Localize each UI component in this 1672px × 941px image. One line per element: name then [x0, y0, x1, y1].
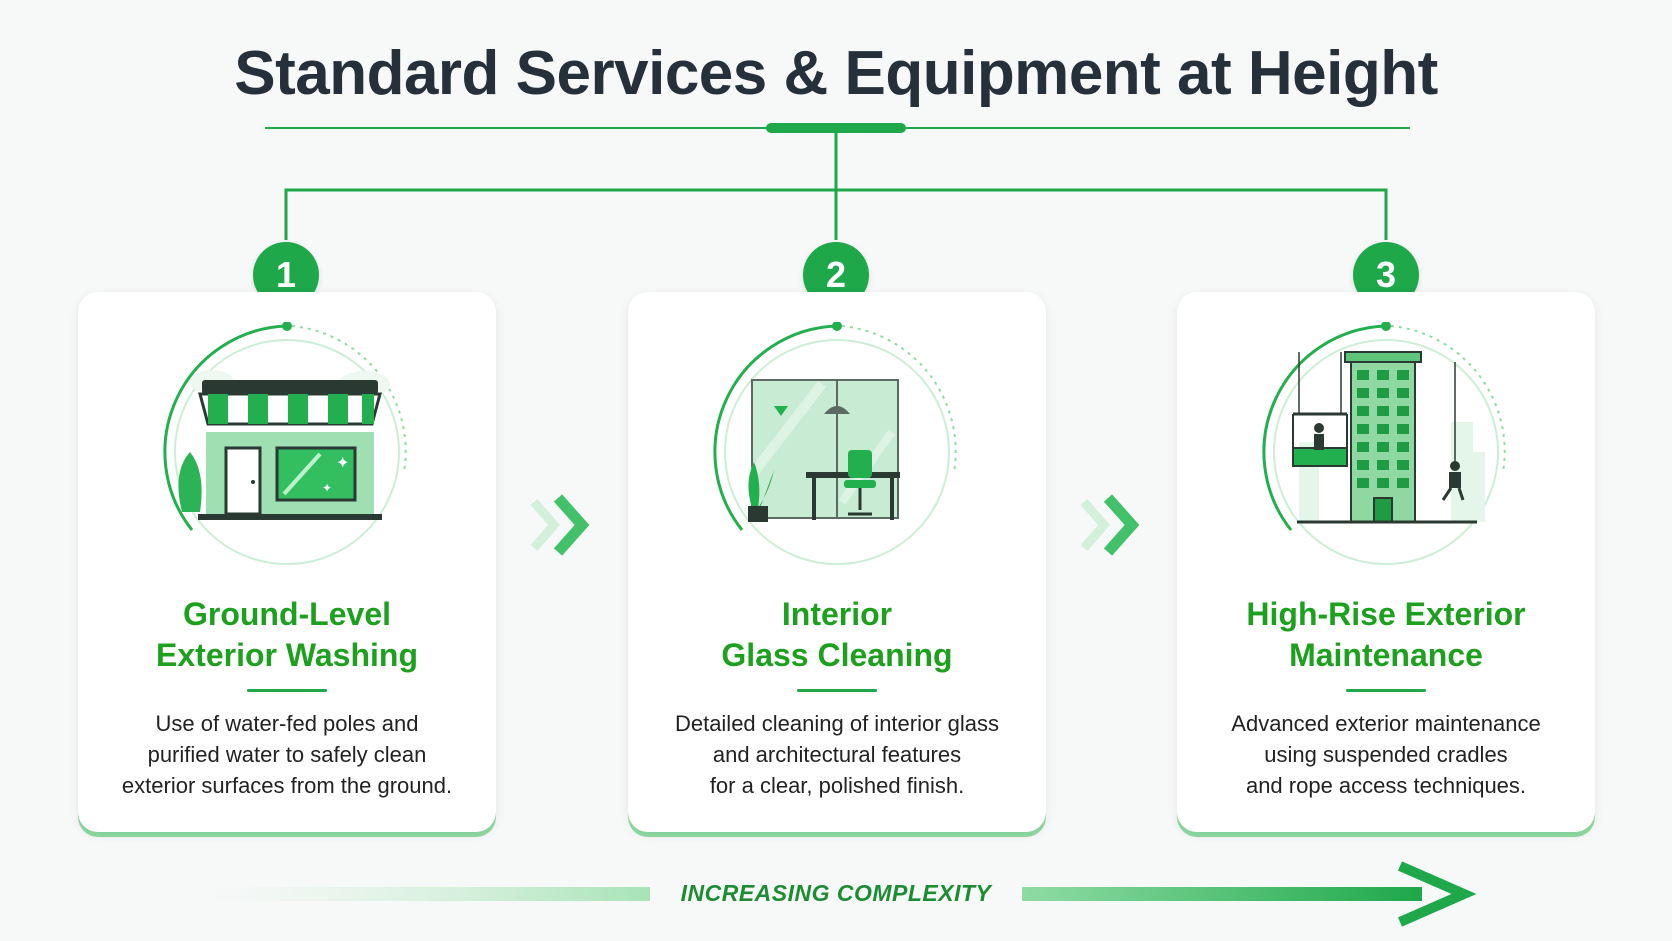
card-title: High-Rise Exterior Maintenance — [1177, 594, 1595, 676]
card-title-line2: Exterior Washing — [156, 637, 418, 673]
card-title-line1: High-Rise Exterior — [1246, 596, 1526, 632]
desc-line: Detailed cleaning of interior glass — [674, 711, 1000, 736]
card-title-line1: Interior — [781, 596, 893, 632]
desc-line: Use of water-fed poles and — [155, 711, 419, 736]
chevron-right-icon — [1080, 494, 1140, 556]
desc-line: and architectural features — [712, 742, 962, 767]
card-title: Interior Glass Cleaning — [628, 594, 1046, 676]
service-card-high-rise: High-Rise Exterior Maintenance Advanced … — [1177, 292, 1595, 832]
card-description: Advanced exterior maintenance using susp… — [1197, 708, 1575, 801]
service-card-ground-level: ✦ ✦ Ground-Level Exterior Washing Use of… — [78, 292, 496, 832]
svg-text:✦: ✦ — [322, 481, 332, 495]
card-title-line1: Ground-Level — [182, 596, 391, 632]
complexity-arrow-head — [1397, 861, 1477, 927]
desc-line: purified water to safely clean — [147, 742, 427, 767]
svg-text:✦: ✦ — [336, 453, 349, 472]
complexity-arrow-left — [210, 887, 650, 901]
card-description: Use of water-fed poles and purified wate… — [98, 708, 476, 801]
page-title: Standard Services & Equipment at Height — [234, 39, 1438, 108]
card-title-line2: Maintenance — [1289, 637, 1483, 673]
desc-line: Advanced exterior maintenance — [1231, 711, 1541, 736]
card-divider — [797, 689, 877, 692]
desc-line: exterior surfaces from the ground. — [121, 773, 453, 798]
card-title-line2: Glass Cleaning — [721, 637, 953, 673]
desc-line: and rope access techniques. — [1245, 773, 1527, 798]
storefront-icon: ✦ ✦ — [163, 322, 407, 565]
card-title: Ground-Level Exterior Washing — [78, 594, 496, 676]
high-rise-building-icon — [1262, 322, 1506, 565]
complexity-arrow-right — [1022, 887, 1422, 901]
card-description: Detailed cleaning of interior glass and … — [648, 708, 1026, 801]
card-divider — [247, 689, 327, 692]
office-interior-icon — [713, 322, 957, 565]
chevron-right-icon — [530, 494, 590, 556]
desc-line: for a clear, polished finish. — [709, 773, 965, 798]
increasing-complexity-label: INCREASING COMPLEXITY — [680, 880, 992, 906]
card-divider — [1346, 689, 1426, 692]
desc-line: using suspended cradles — [1264, 742, 1508, 767]
service-card-interior-glass: Interior Glass Cleaning Detailed cleanin… — [628, 292, 1046, 832]
